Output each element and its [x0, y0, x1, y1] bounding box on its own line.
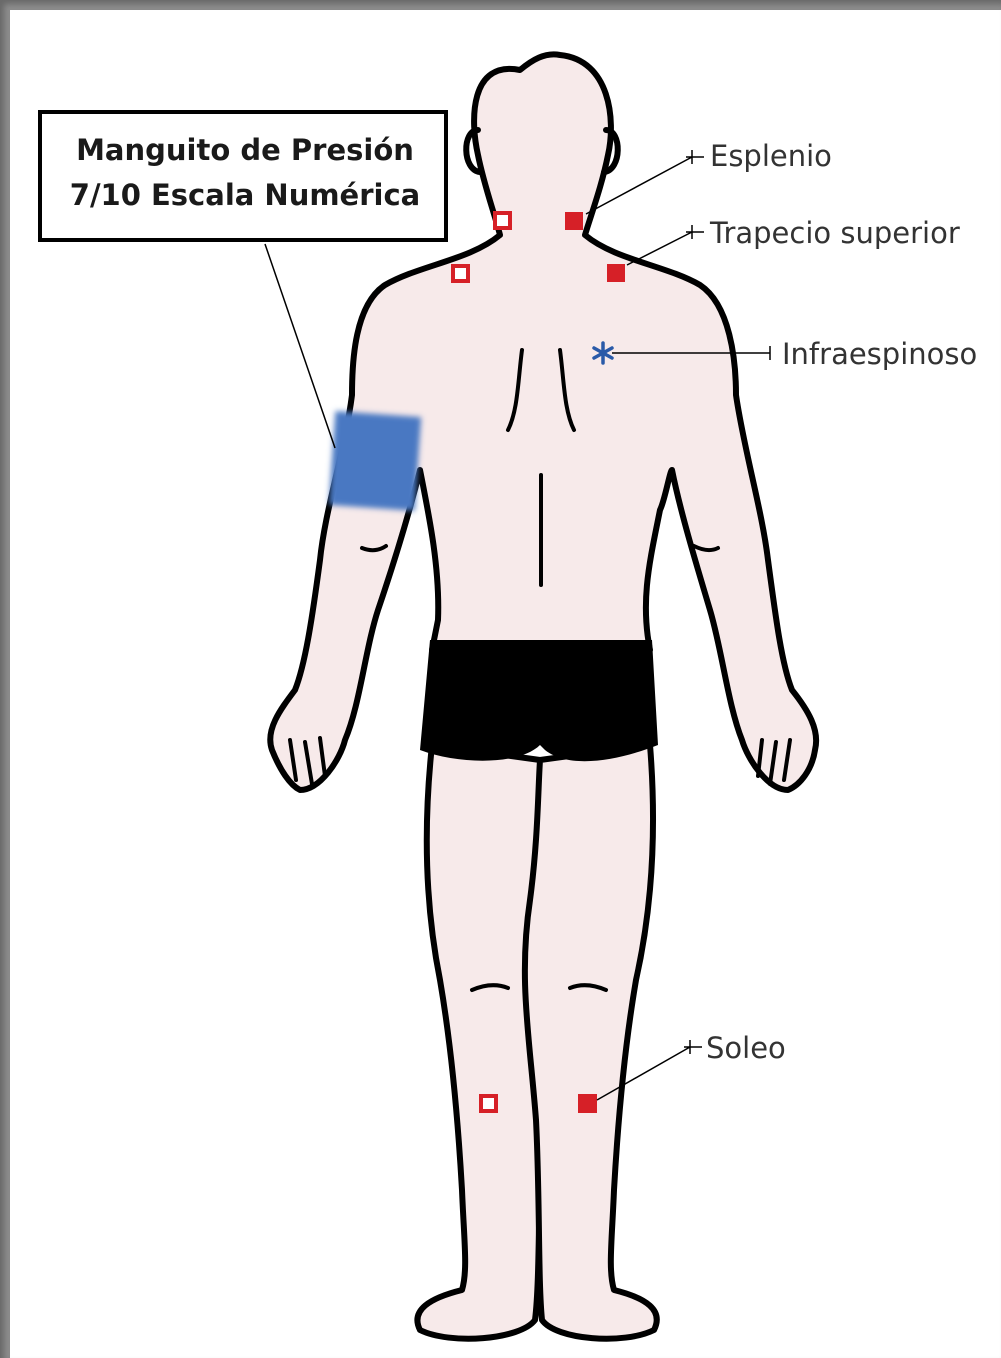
label-infraespinoso: Infraespinoso [782, 337, 977, 371]
red-hollow-square-icon [453, 266, 468, 281]
label-trapecio-superior: Trapecio superior [709, 216, 960, 250]
right-leg [525, 745, 657, 1339]
shorts [420, 640, 658, 761]
red-hollow-square-icon [495, 213, 510, 228]
callout-box: Manguito de Presión 7/10 Escala Numérica [40, 112, 446, 240]
pressure-cuff [329, 411, 421, 511]
red-filled-square-icon [565, 212, 583, 230]
label-soleo: Soleo [706, 1031, 786, 1065]
callout-line-2: 7/10 Escala Numérica [70, 178, 420, 212]
callout-line-1: Manguito de Presión [76, 133, 414, 167]
red-filled-square-icon [607, 264, 625, 282]
red-filled-square-icon [578, 1094, 597, 1113]
callout-leader-line [265, 244, 335, 448]
trapecio-leader [627, 225, 704, 265]
label-esplenio: Esplenio [710, 139, 832, 173]
red-hollow-square-icon [481, 1096, 496, 1111]
